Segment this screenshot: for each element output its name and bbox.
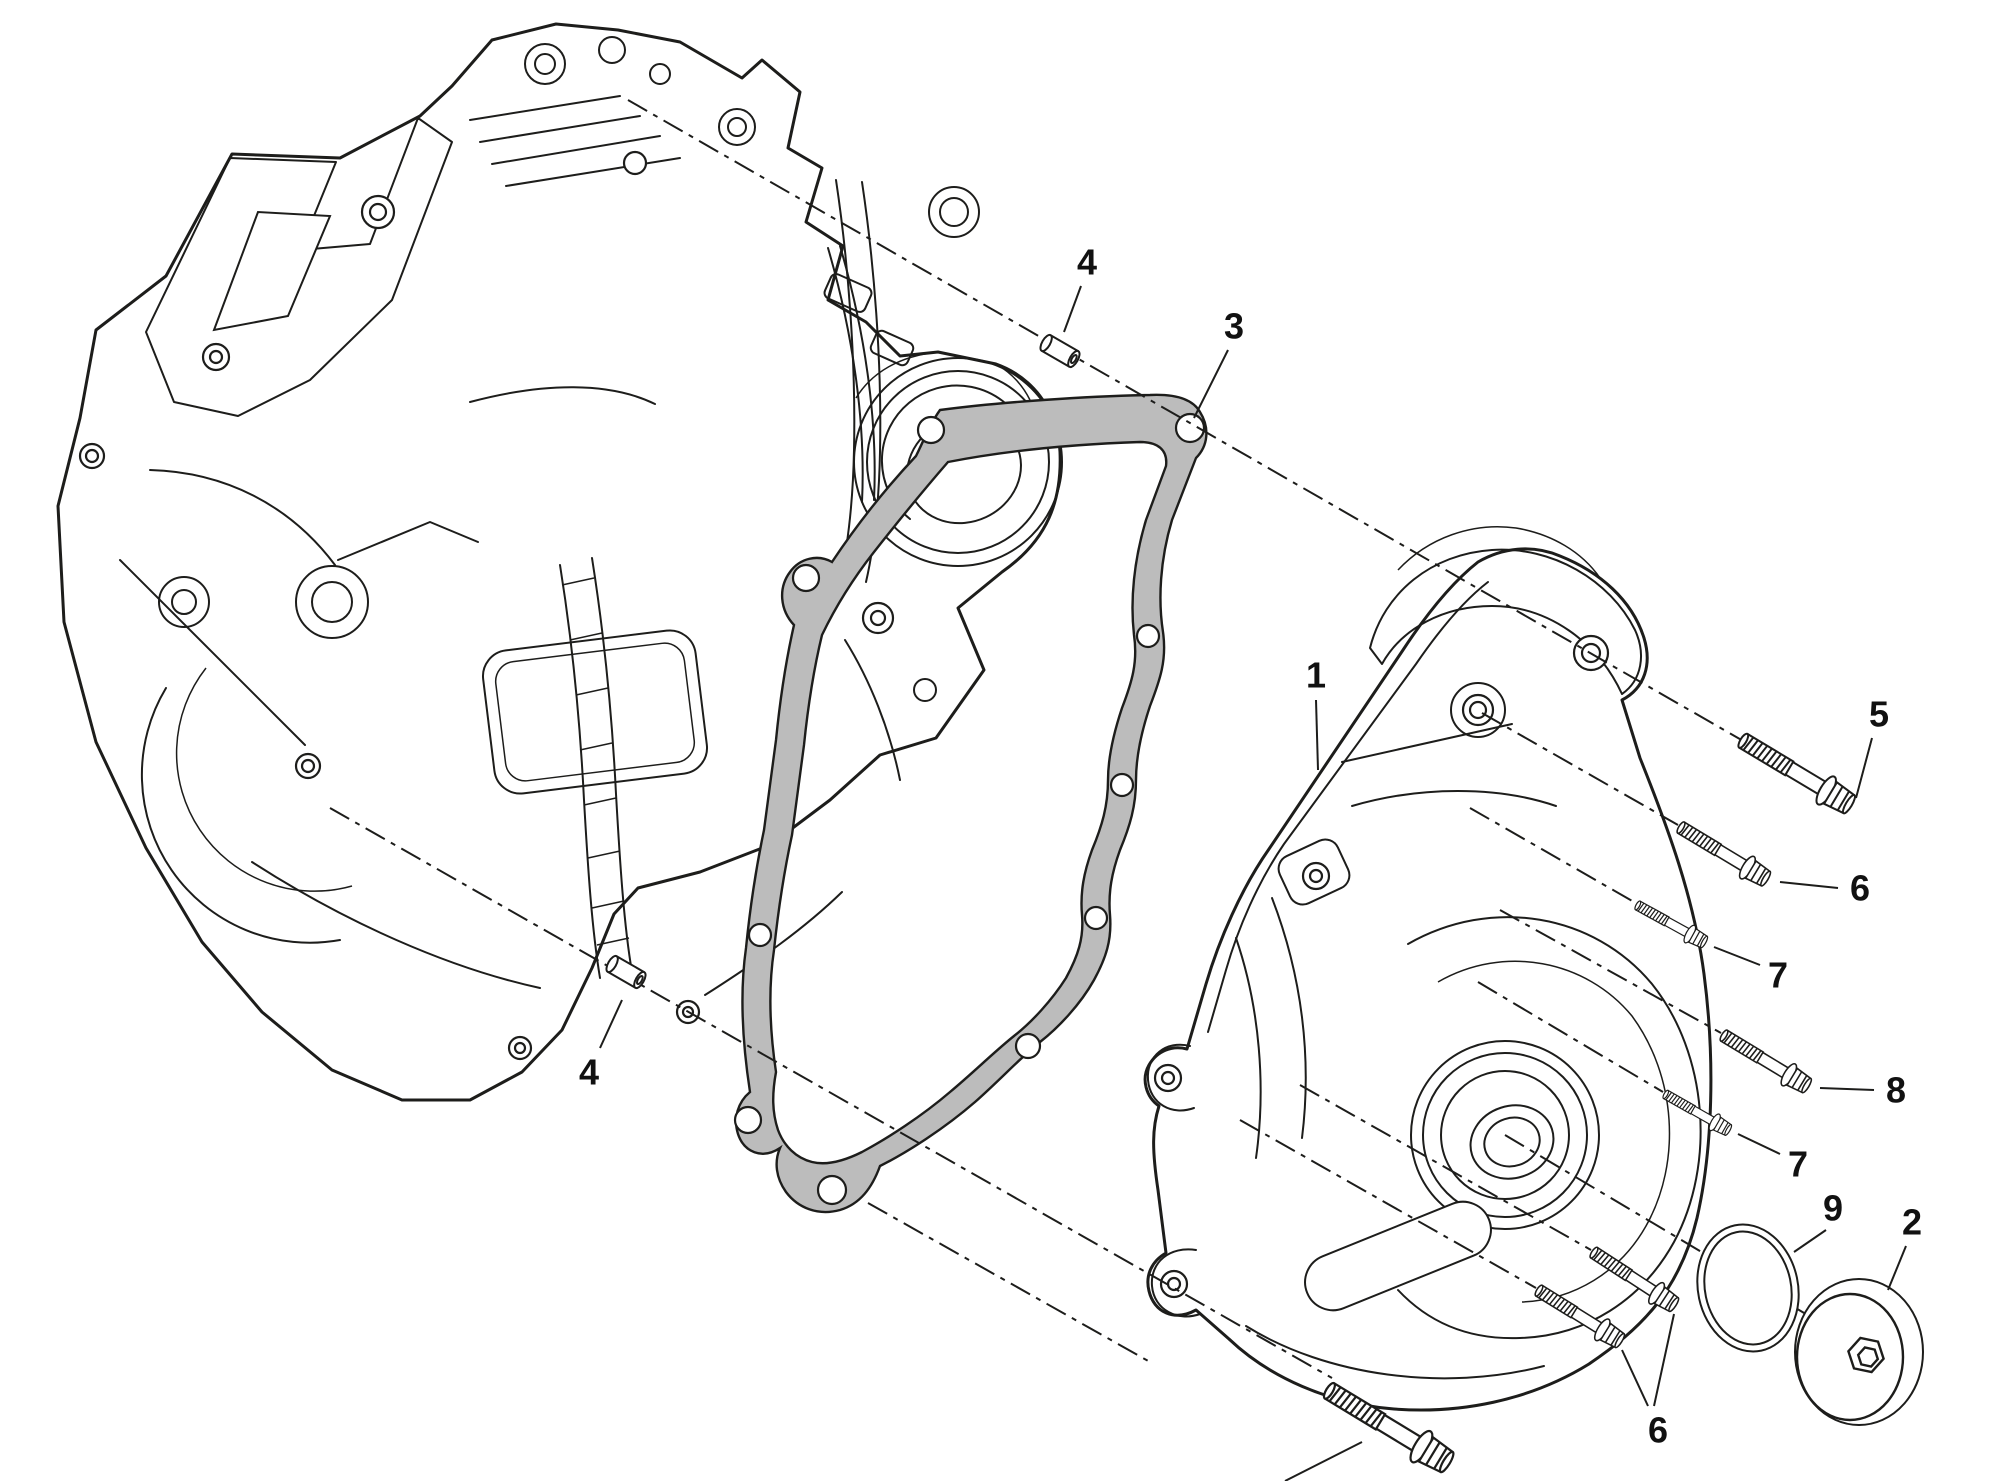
- leader-line: [599, 999, 623, 1049]
- callout-o-ring: 9: [1793, 1188, 1843, 1253]
- bolt-7-upper: [1634, 900, 1709, 949]
- leader-line: [1621, 1349, 1649, 1407]
- leader-line: [1315, 699, 1319, 771]
- dowel-pin-lower: [605, 954, 647, 990]
- callout-flange-bolt-short-upper: 7: [1713, 946, 1788, 996]
- leader-line: [1653, 1313, 1675, 1407]
- callout-generator-cover: 1: [1306, 655, 1326, 771]
- bolt-6-lower-a: [1589, 1246, 1680, 1313]
- part-number: 5: [1869, 694, 1889, 735]
- leader-line: [1779, 881, 1839, 889]
- seals-layer: [1696, 1223, 1924, 1426]
- engine-crankcase-drawing: [56, 22, 1063, 1102]
- fasteners-layer: [605, 333, 1856, 1474]
- part-number: 1: [1306, 655, 1326, 696]
- bolt-6-upper: [1676, 821, 1772, 887]
- leader-line-cutoff: [1284, 1441, 1363, 1481]
- cover-gasket-drawing: [733, 393, 1208, 1214]
- callout-dowel-pin-upper: 4: [1063, 242, 1097, 333]
- part-number: 4: [1077, 242, 1097, 283]
- o-ring: [1696, 1223, 1800, 1353]
- part-number: 4: [579, 1052, 599, 1093]
- leader-line: [1193, 349, 1229, 419]
- bolt-8: [1719, 1029, 1813, 1094]
- leader-line: [1737, 1133, 1781, 1155]
- leader-line: [1713, 946, 1761, 966]
- part-number: 3: [1224, 306, 1244, 347]
- bolt-bottom: [1322, 1381, 1455, 1474]
- bolt-7-lower: [1662, 1089, 1733, 1136]
- part-number: 8: [1886, 1070, 1906, 1111]
- part-number: 6: [1850, 868, 1870, 909]
- callout-flange-bolts-bottom-pair: 6: [1621, 1313, 1675, 1451]
- part-number: 9: [1823, 1188, 1843, 1229]
- callout-flange-bolt-mid: 8: [1819, 1070, 1906, 1111]
- part-number: 2: [1902, 1202, 1922, 1243]
- leader-line: [1063, 285, 1082, 333]
- leader-line: [1855, 737, 1873, 799]
- leader-line: [1793, 1229, 1827, 1253]
- callout-flange-bolt-upper: 6: [1779, 868, 1870, 909]
- callout-flange-bolt-long: 5: [1855, 694, 1889, 799]
- bolt-5: [1737, 732, 1856, 815]
- leader-line: [1819, 1087, 1875, 1091]
- part-number: 6: [1648, 1410, 1668, 1451]
- callout-dowel-pin-lower: 4: [579, 999, 623, 1093]
- callout-cover-gasket: 3: [1193, 306, 1244, 419]
- oil-filler-plug: [1794, 1278, 1924, 1426]
- leader-line: [1887, 1245, 1907, 1291]
- part-number: 7: [1788, 1144, 1808, 1185]
- bolt-6-lower-b: [1534, 1284, 1626, 1349]
- part-number: 7: [1768, 955, 1788, 996]
- dowel-pin-upper: [1039, 333, 1081, 369]
- callout-oil-filler-plug: 2: [1887, 1202, 1922, 1291]
- callout-flange-bolt-short-lower: 7: [1737, 1133, 1808, 1185]
- assembly-centerlines: [329, 99, 1837, 1379]
